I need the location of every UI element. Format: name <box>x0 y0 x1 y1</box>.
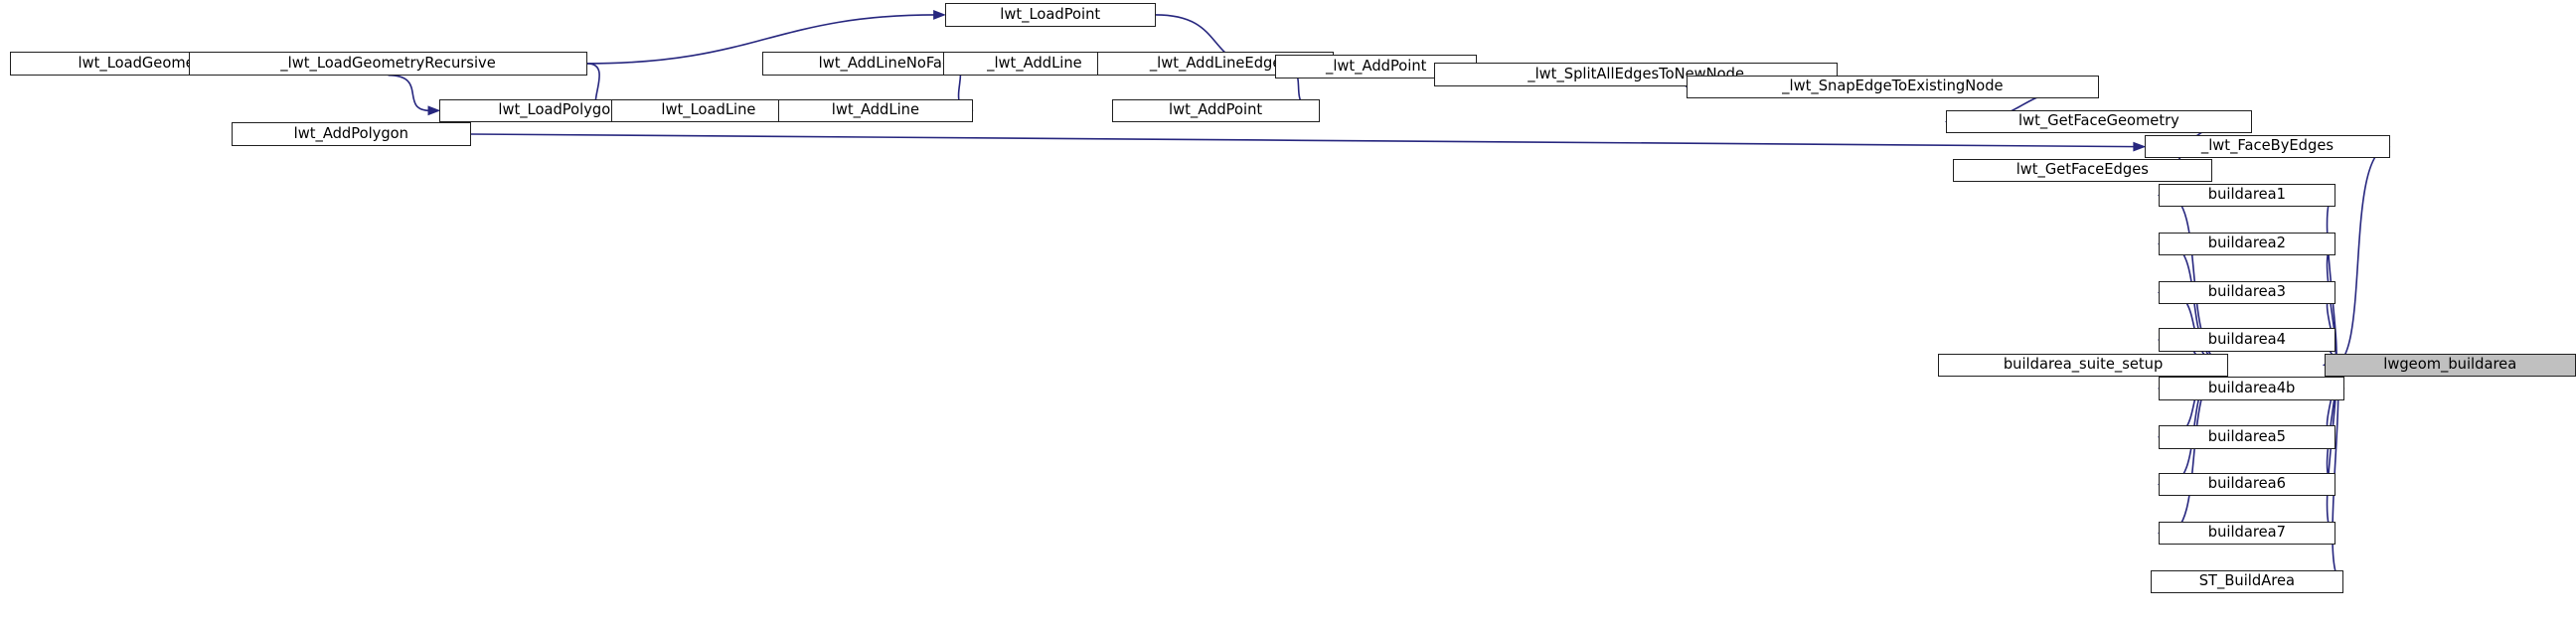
graph-node-ST_BuildArea[interactable]: ST_BuildArea <box>2151 569 2343 594</box>
graph-node-buildarea7[interactable]: buildarea7 <box>2159 521 2335 546</box>
graph-node-lwt_GetFaceGeometry[interactable]: lwt_GetFaceGeometry <box>1946 109 2252 134</box>
graph-node-buildarea6[interactable]: buildarea6 <box>2159 472 2335 497</box>
graph-node-_lwt_FaceByEdges[interactable]: _lwt_FaceByEdges <box>2144 134 2391 159</box>
graph-node-lwt_AddLine[interactable]: lwt_AddLine <box>777 98 974 123</box>
graph-node-lwt_AddPolygon[interactable]: lwt_AddPolygon <box>231 122 471 146</box>
graph-node-buildarea_suite_setup[interactable]: buildarea_suite_setup <box>1938 353 2228 377</box>
graph-node-buildarea4b[interactable]: buildarea4b <box>2159 377 2345 400</box>
graph-node-_lwt_LoadGeometryRecursive[interactable]: _lwt_LoadGeometryRecursive <box>189 52 587 76</box>
graph-node-_lwt_AddPoint[interactable]: _lwt_AddPoint <box>1275 55 1478 78</box>
graph-node-lwt_AddPoint[interactable]: lwt_AddPoint <box>1111 98 1320 123</box>
graph-node-_lwt_AddLine[interactable]: _lwt_AddLine <box>943 52 1126 76</box>
graph-node-buildarea4[interactable]: buildarea4 <box>2159 328 2335 352</box>
edge-_lwt_LoadGeometryRecursive-to-lwt_LoadPolygon <box>388 74 431 112</box>
graph-node-_lwt_AddLineEdge[interactable]: _lwt_AddLineEdge <box>1097 52 1334 76</box>
graph-node-buildarea1[interactable]: buildarea1 <box>2159 183 2335 208</box>
graph-node-buildarea2[interactable]: buildarea2 <box>2159 232 2335 256</box>
graph-node-lwt_GetFaceEdges[interactable]: lwt_GetFaceEdges <box>1952 158 2212 183</box>
edge-lwt_AddPolygon-to-_lwt_FaceByEdges <box>470 133 2136 148</box>
edge-_lwt_FaceByEdges-to-lwgeom_buildarea <box>2333 145 2391 367</box>
arrowhead-lwt_AddPolygon-to-_lwt_FaceByEdges <box>2133 141 2147 152</box>
arrowhead-_lwt_LoadGeometryRecursive-to-lwt_LoadPolygon <box>427 105 441 116</box>
graph-node-buildarea5[interactable]: buildarea5 <box>2159 425 2335 449</box>
arrowhead-_lwt_LoadGeometryRecursive-to-lwt_LoadPoint <box>933 9 947 20</box>
graph-node-lwgeom_buildarea[interactable]: lwgeom_buildarea <box>2324 353 2576 377</box>
graph-node-lwt_LoadPoint[interactable]: lwt_LoadPoint <box>944 3 1156 27</box>
graph-node-_lwt_SnapEdgeToExistingNode[interactable]: _lwt_SnapEdgeToExistingNode <box>1686 75 2099 99</box>
graph-node-buildarea3[interactable]: buildarea3 <box>2159 280 2335 305</box>
graph-node-lwt_LoadLine[interactable]: lwt_LoadLine <box>610 98 807 123</box>
